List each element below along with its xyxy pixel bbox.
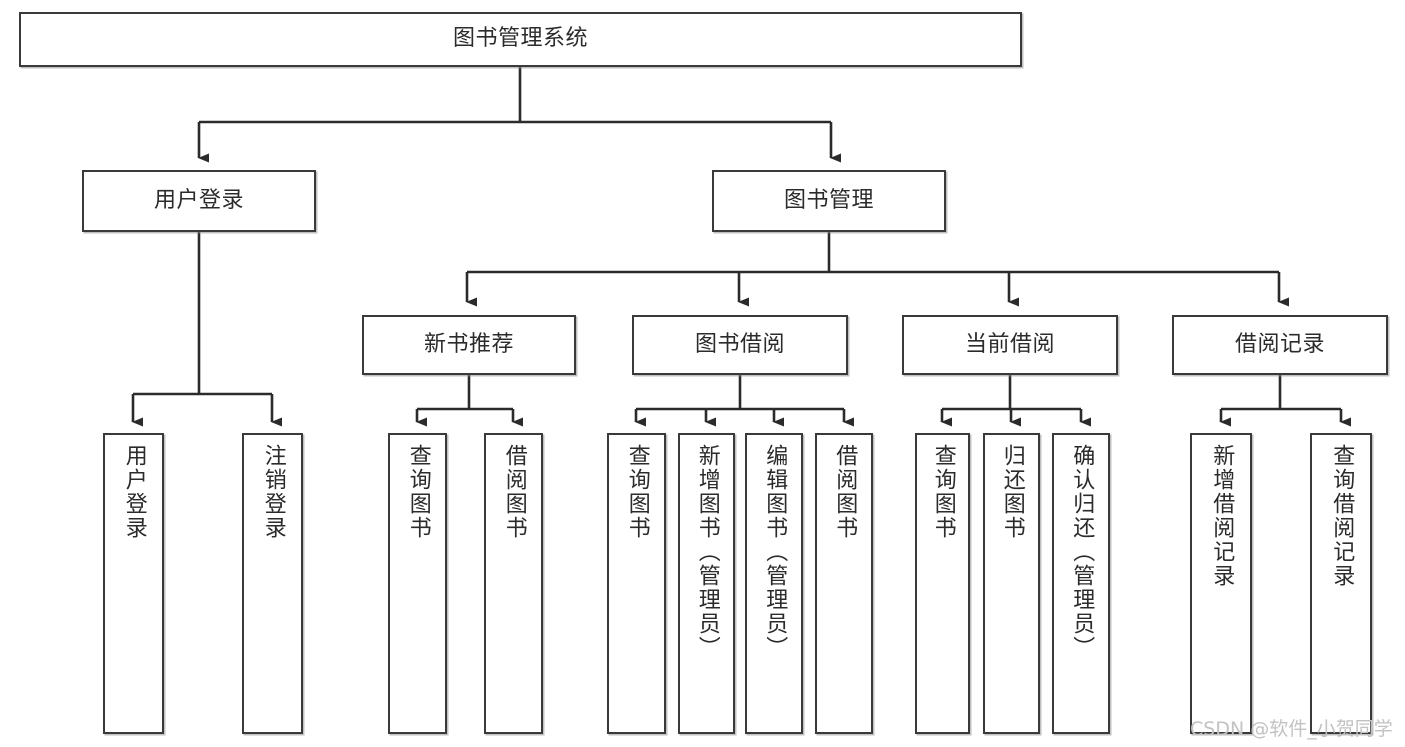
node-label: 查询图书 <box>930 444 956 540</box>
node-leaf-3[interactable]: 查询图书 <box>388 433 447 734</box>
node-label: 新书推荐 <box>423 331 514 357</box>
node-label: 当前借阅 <box>964 331 1055 357</box>
node-label: 注销登录 <box>260 444 286 540</box>
node-label: 新增图书（管理员） <box>694 444 720 660</box>
node-label: 确认归还（管理员） <box>1069 444 1095 660</box>
node-label: 借阅图书 <box>501 444 527 540</box>
node-label: 图书管理系统 <box>452 26 588 52</box>
node-leaf-10[interactable]: 归还图书 <box>983 433 1040 734</box>
node-book-manage[interactable]: 图书管理 <box>712 170 946 232</box>
node-root[interactable]: 图书管理系统 <box>19 12 1022 67</box>
node-label: 归还图书 <box>999 444 1025 540</box>
node-leaf-13[interactable]: 查询借阅记录 <box>1310 433 1372 734</box>
node-leaf-4[interactable]: 借阅图书 <box>484 433 543 734</box>
node-current-borrow[interactable]: 当前借阅 <box>902 315 1118 375</box>
node-leaf-8[interactable]: 借阅图书 <box>815 433 873 734</box>
node-label: 查询图书 <box>405 444 431 540</box>
node-label: 借阅记录 <box>1234 331 1325 357</box>
node-label: 编辑图书（管理员） <box>762 444 788 660</box>
node-label: 借阅图书 <box>832 444 858 540</box>
node-leaf-11[interactable]: 确认归还（管理员） <box>1052 433 1110 734</box>
node-leaf-1[interactable]: 用户登录 <box>103 433 164 734</box>
node-leaf-7[interactable]: 编辑图书（管理员） <box>745 433 803 734</box>
node-leaf-2[interactable]: 注销登录 <box>242 433 303 734</box>
node-borrow-record[interactable]: 借阅记录 <box>1172 315 1388 375</box>
node-book-borrow[interactable]: 图书借阅 <box>632 315 848 375</box>
node-label: 查询借阅记录 <box>1329 444 1355 588</box>
node-label: 用户登录 <box>153 187 244 213</box>
node-label: 新增借阅记录 <box>1209 444 1235 588</box>
node-label: 用户登录 <box>121 444 147 540</box>
node-user-login[interactable]: 用户登录 <box>82 170 316 232</box>
node-leaf-5[interactable]: 查询图书 <box>607 433 666 734</box>
node-label: 查询图书 <box>624 444 650 540</box>
node-new-book-rec[interactable]: 新书推荐 <box>362 315 576 375</box>
node-label: 图书管理 <box>783 187 874 213</box>
watermark: CSDN @软件_小贺同学 <box>1190 718 1393 740</box>
node-leaf-6[interactable]: 新增图书（管理员） <box>678 433 735 734</box>
node-leaf-12[interactable]: 新增借阅记录 <box>1190 433 1252 734</box>
node-leaf-9[interactable]: 查询图书 <box>915 433 970 734</box>
node-label: 图书借阅 <box>694 331 785 357</box>
